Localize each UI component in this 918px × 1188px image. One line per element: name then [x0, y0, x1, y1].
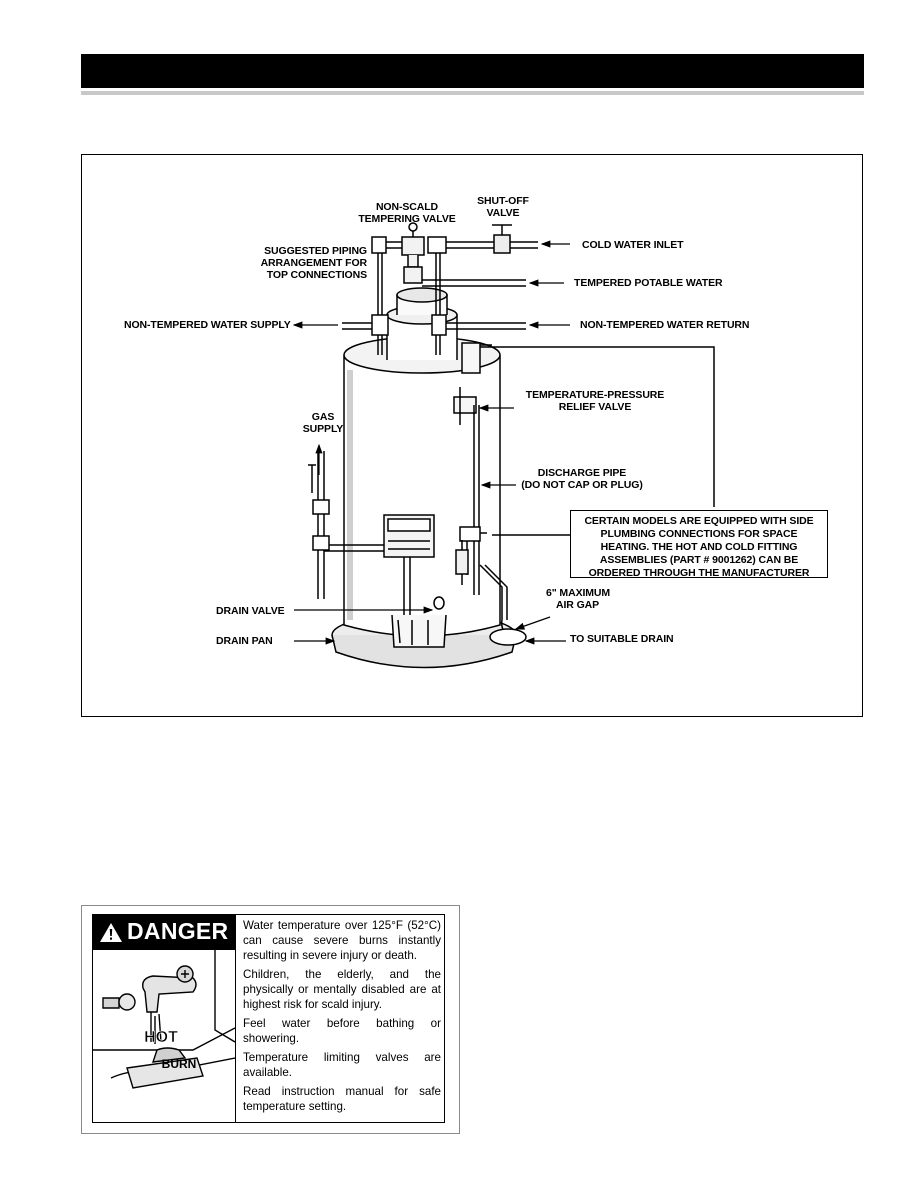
label-to-suitable-drain: TO SUITABLE DRAIN	[570, 633, 674, 645]
label-temperature-pressure: TEMPERATURE-PRESSURE	[525, 389, 665, 401]
label-do-not-cap: (DO NOT CAP OR PLUG)	[521, 479, 643, 491]
label-non-tempered-water-supply: NON-TEMPERED WATER SUPPLY	[124, 319, 291, 331]
label-top-connections: TOP CONNECTIONS	[266, 269, 367, 281]
label-cold-water-inlet: COLD WATER INLET	[582, 239, 684, 251]
danger-label-inner: DANGER HOT BURN	[92, 914, 445, 1123]
water-heater-installation-diagram: NON-SCALD TEMPERING VALVE SHUT-OFF VALVE…	[81, 154, 863, 717]
danger-paragraph: Temperature limiting valves are availabl…	[243, 1051, 441, 1079]
label-discharge-pipe: DISCHARGE PIPE	[537, 467, 627, 479]
danger-paragraph: Read instruction manual for safe tempera…	[243, 1085, 441, 1113]
warning-triangle-icon	[100, 923, 122, 942]
danger-text: Water temperature over 125°F (52°C) can …	[243, 918, 441, 1118]
burn-word: BURN	[162, 1057, 197, 1071]
faucet-burn-icon: HOT BURN	[93, 950, 236, 1089]
scald-hazard-pictogram: HOT BURN	[93, 950, 236, 1122]
label-six-inch-maximum: 6" MAXIMUM	[546, 587, 611, 599]
danger-header: DANGER	[93, 915, 235, 950]
label-gas: GAS	[311, 411, 335, 423]
danger-label: DANGER HOT BURN	[81, 905, 460, 1134]
danger-signal-word: DANGER	[127, 918, 229, 944]
label-tempering-valve: TEMPERING VALVE	[358, 213, 456, 225]
danger-divider	[235, 915, 236, 1122]
side-plumbing-note-box: CERTAIN MODELS ARE EQUIPPED WITH SIDE PL…	[570, 510, 828, 579]
hot-word: HOT	[144, 1029, 178, 1046]
danger-paragraph: Children, the elderly, and the physicall…	[243, 968, 441, 1011]
label-drain-pan: DRAIN PAN	[216, 635, 273, 647]
header-rule	[81, 91, 864, 95]
label-non-tempered-water-return: NON-TEMPERED WATER RETURN	[580, 319, 750, 331]
label-supply: SUPPLY	[302, 423, 344, 435]
label-air-gap: AIR GAP	[556, 599, 600, 611]
side-plumbing-note-text: CERTAIN MODELS ARE EQUIPPED WITH SIDE PL…	[584, 515, 814, 579]
section-header-bar	[81, 54, 864, 88]
label-arrangement-for: ARRANGEMENT FOR	[260, 257, 368, 269]
danger-paragraph: Water temperature over 125°F (52°C) can …	[243, 919, 441, 962]
label-shut-off: SHUT-OFF	[477, 195, 529, 207]
label-non-scald: NON-SCALD	[375, 201, 439, 213]
label-tempered-potable-water: TEMPERED POTABLE WATER	[574, 277, 723, 289]
label-valve: VALVE	[486, 207, 520, 219]
label-suggested-piping: SUGGESTED PIPING	[264, 245, 367, 257]
label-relief-valve: RELIEF VALVE	[558, 401, 632, 413]
label-drain-valve: DRAIN VALVE	[216, 605, 285, 617]
danger-paragraph: Feel water before bathing or showering.	[243, 1017, 441, 1045]
water-heater-illustration	[292, 222, 715, 669]
